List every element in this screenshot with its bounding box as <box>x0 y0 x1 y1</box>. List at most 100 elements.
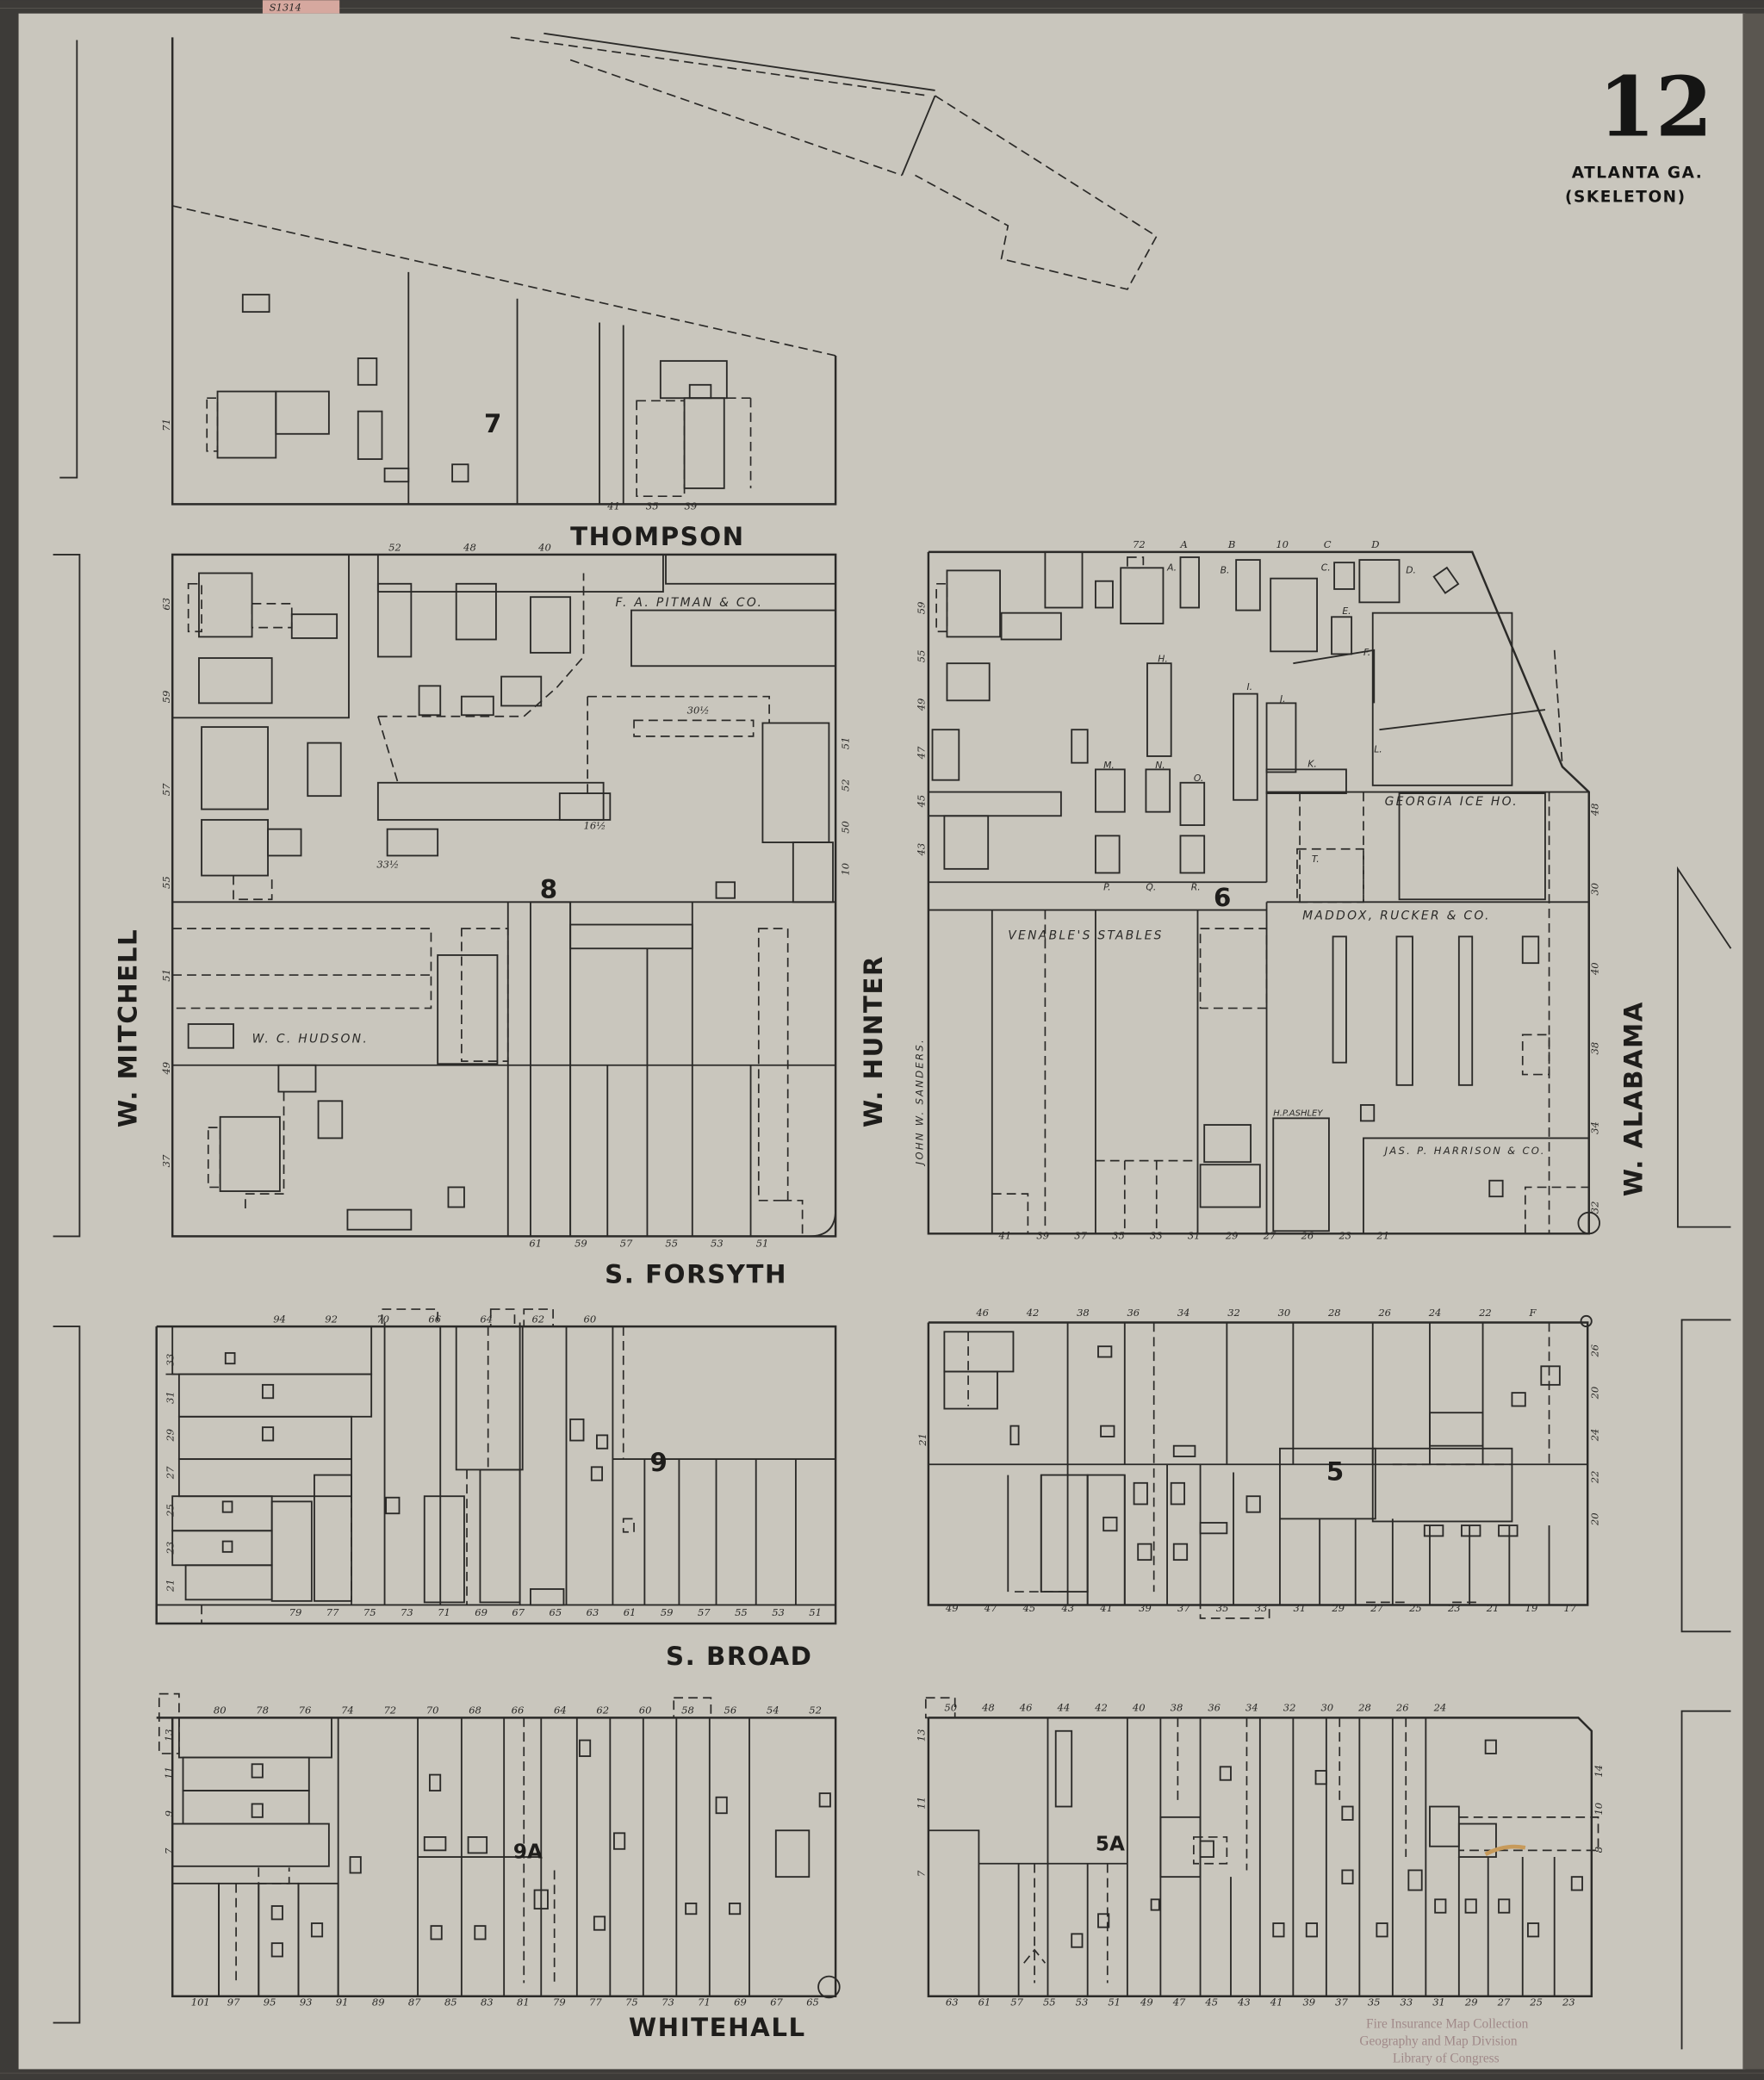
block-numbers: 7 8 6 9 5 9A 5A <box>484 409 1344 1863</box>
label-venable-stables: VENABLE'S STABLES <box>1008 928 1163 942</box>
house-number: 69 <box>734 1996 747 2009</box>
house-number: 66 <box>512 1704 525 1717</box>
lot-letter: F. <box>1363 647 1370 658</box>
house-number: 22 <box>1589 1471 1601 1485</box>
house-number: 81 <box>517 1996 530 2009</box>
house-number: 54 <box>767 1704 780 1717</box>
block-number-9: 9 <box>650 1448 668 1477</box>
house-number: 25 <box>165 1504 177 1518</box>
house-number: 40 <box>537 541 551 553</box>
house-number: 46 <box>975 1307 989 1319</box>
house-number: 77 <box>589 1996 602 2009</box>
house-number: A <box>1179 538 1187 550</box>
house-number: 91 <box>336 1996 349 2009</box>
block-5 <box>927 1314 1593 1619</box>
house-number: 78 <box>256 1704 269 1717</box>
label-harrison: JAS. P. HARRISON & CO. <box>1383 1145 1546 1157</box>
house-number: 11 <box>163 1766 175 1779</box>
house-number: 55 <box>160 876 172 889</box>
house-number: 58 <box>681 1704 694 1717</box>
house-number: 29 <box>1331 1602 1345 1614</box>
house-number: 60 <box>639 1704 652 1717</box>
house-number: 92 <box>325 1313 338 1325</box>
house-number: 66 <box>428 1313 441 1325</box>
watermark-line: Geography and Map Division <box>1359 2034 1517 2049</box>
lot-letter: I. <box>1246 681 1252 692</box>
house-number: 39 <box>1139 1602 1152 1614</box>
house-number: 33 <box>1401 1996 1413 2009</box>
block-7 <box>171 37 837 506</box>
watermark-line: Library of Congress <box>1393 2052 1500 2066</box>
house-number: 62 <box>531 1313 544 1325</box>
house-number: 52 <box>388 541 401 553</box>
house-number: 45 <box>1022 1602 1036 1614</box>
house-number: 33 <box>1150 1229 1163 1241</box>
lot-letter: T. <box>1312 854 1320 865</box>
house-number: 22 <box>1478 1307 1492 1319</box>
house-number: 63 <box>587 1606 599 1618</box>
house-number: 7 <box>915 1870 927 1877</box>
house-number: 26 <box>1301 1229 1314 1241</box>
house-number: 51 <box>840 737 852 750</box>
house-number: 28 <box>1327 1307 1341 1319</box>
house-number: 19 <box>1525 1602 1538 1614</box>
house-number: 31 <box>1294 1602 1307 1614</box>
lot-letter: B. <box>1221 564 1230 575</box>
house-number: 59 <box>915 602 927 615</box>
house-number: 21 <box>1486 1602 1500 1614</box>
house-number: 37 <box>1335 1996 1348 2009</box>
house-number: 64 <box>480 1313 493 1325</box>
house-number: 83 <box>481 1996 494 2009</box>
house-number: 27 <box>165 1466 177 1480</box>
house-number: 48 <box>981 1702 995 1714</box>
house-number: 71 <box>698 1996 711 2009</box>
house-number: 55 <box>665 1238 678 1250</box>
paper <box>18 13 1746 2070</box>
house-number: 45 <box>1204 1996 1218 2009</box>
house-number: 32 <box>1227 1307 1240 1319</box>
house-number: 30 <box>1589 883 1601 896</box>
house-number: 62 <box>596 1704 609 1717</box>
house-number: 10 <box>1276 538 1289 550</box>
house-number: C <box>1324 538 1332 550</box>
house-number: 37 <box>1074 1229 1087 1241</box>
street-forsyth: S. FORSYTH <box>605 1259 787 1288</box>
house-number: 14 <box>1593 1765 1605 1778</box>
house-number: 37 <box>1177 1602 1190 1614</box>
house-number: B <box>1227 538 1235 550</box>
lot-note-30: 30½ <box>687 705 710 717</box>
house-number: 45 <box>915 795 927 809</box>
house-number: 79 <box>553 1996 566 2009</box>
house-number: 28 <box>1357 1702 1371 1714</box>
block-number-9a: 9A <box>513 1841 543 1864</box>
house-number: 56 <box>724 1704 737 1717</box>
house-number: 20 <box>1589 1512 1601 1526</box>
block-number-8: 8 <box>540 875 557 904</box>
house-number: 38 <box>1171 1702 1183 1714</box>
house-number: 32 <box>1589 1201 1601 1214</box>
house-number: 49 <box>1140 1996 1153 2009</box>
street-thompson: THOMPSON <box>570 522 745 551</box>
house-number: 65 <box>549 1606 562 1618</box>
house-number: 41 <box>606 500 620 512</box>
house-number: 51 <box>756 1238 769 1250</box>
label-pitman: F. A. PITMAN & CO. <box>615 596 763 610</box>
house-number: 35 <box>646 500 659 512</box>
house-number: 27 <box>1497 1996 1511 2009</box>
house-number: 77 <box>326 1606 339 1618</box>
house-number: 51 <box>809 1606 822 1618</box>
lot-letter: Q. <box>1146 881 1156 892</box>
house-number: 34 <box>1589 1121 1601 1134</box>
house-number: 40 <box>1132 1702 1146 1714</box>
house-number: 41 <box>1270 1996 1283 2009</box>
house-number: 33 <box>165 1354 177 1367</box>
lot-letters: A.B.C.D.E.F.H.I.J.K.L.M.N.O.P.Q.R.T. <box>1103 562 1416 892</box>
house-number: 67 <box>770 1996 783 2009</box>
house-number: 80 <box>214 1704 227 1717</box>
house-number: 21 <box>165 1579 177 1593</box>
house-number: 24 <box>1589 1429 1601 1443</box>
house-number: 34 <box>1177 1307 1190 1319</box>
house-number: 36 <box>1208 1702 1221 1714</box>
block-6 <box>927 550 1600 1235</box>
